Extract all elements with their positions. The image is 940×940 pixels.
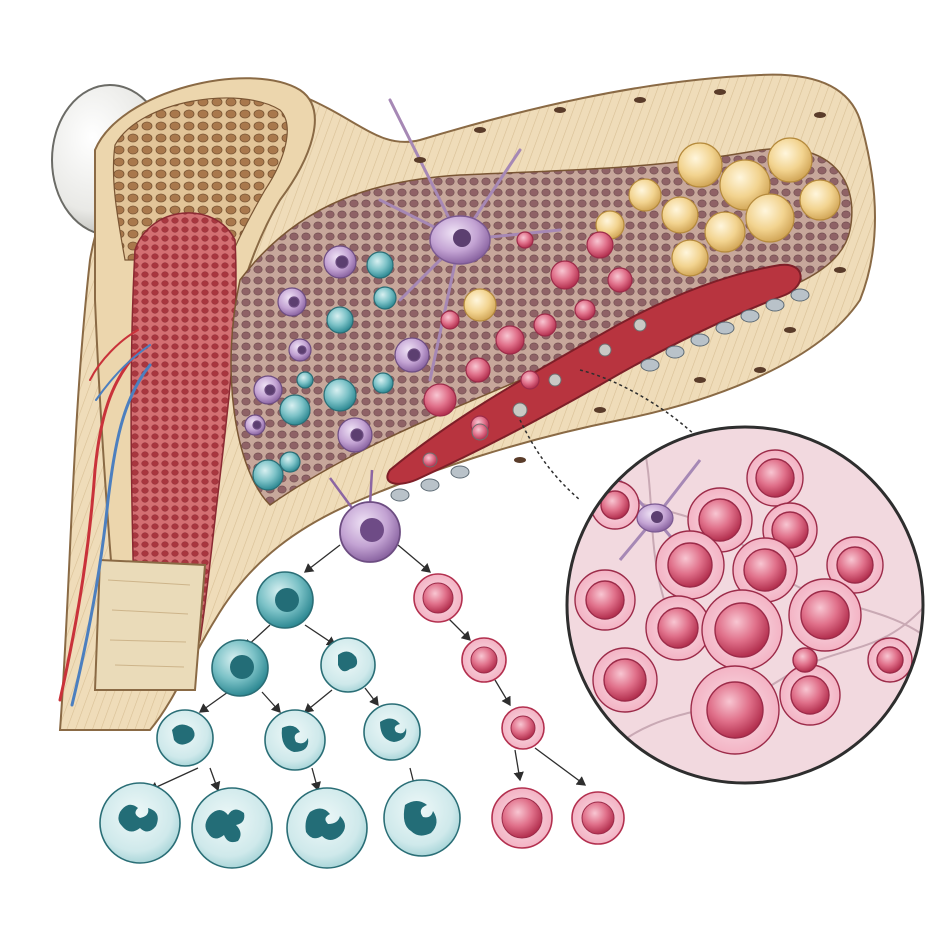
neutrophil bbox=[383, 779, 461, 857]
bone-cut-end bbox=[93, 558, 207, 691]
neutrophil bbox=[286, 787, 368, 869]
orthochromatic-erythroblast bbox=[491, 787, 553, 849]
progenitor-cells bbox=[244, 245, 430, 453]
fat-cell bbox=[767, 137, 813, 183]
magnifier-leader-line bbox=[519, 419, 581, 501]
endosteal-lining-cells bbox=[390, 288, 810, 502]
stromal-cell bbox=[378, 98, 562, 382]
neutrophil bbox=[99, 782, 181, 864]
marrow-cell-population bbox=[244, 89, 846, 502]
myelocyte bbox=[320, 637, 376, 693]
vein bbox=[70, 363, 152, 707]
proerythroblast bbox=[413, 573, 463, 623]
adipocytes bbox=[463, 137, 841, 322]
neutrophil bbox=[191, 787, 273, 869]
hematopoietic-stem-cell bbox=[328, 469, 401, 563]
sinusoid-blood-cells bbox=[422, 318, 647, 468]
erythroid-cells bbox=[423, 231, 633, 435]
band-cell bbox=[264, 709, 326, 771]
inset-erythroblasts bbox=[574, 449, 913, 755]
fat-cell bbox=[704, 211, 746, 253]
basophilic-erythroblast bbox=[461, 637, 507, 683]
polychromatic-erythroblast bbox=[501, 706, 545, 750]
magnifier-lens-border bbox=[565, 425, 925, 785]
medullary-cavity bbox=[130, 212, 237, 641]
fat-cell bbox=[628, 178, 662, 212]
myeloid-cells bbox=[252, 251, 397, 491]
fat-cell bbox=[677, 142, 723, 188]
metamyelocyte bbox=[156, 709, 214, 767]
promyelocyte bbox=[211, 639, 269, 697]
osteocyte-lacunae bbox=[414, 89, 846, 463]
magnified-inset bbox=[519, 369, 925, 785]
reticulocyte bbox=[571, 791, 625, 845]
myeloblast bbox=[256, 571, 314, 629]
spongy-bone bbox=[112, 97, 288, 261]
fat-cell bbox=[671, 239, 709, 277]
fat-cell bbox=[661, 196, 699, 234]
myeloid-late-cell bbox=[363, 703, 421, 761]
fat-cell bbox=[799, 179, 841, 221]
myeloid-lineage bbox=[99, 571, 461, 869]
magnifier-leader-line bbox=[579, 369, 701, 441]
erythroid-lineage bbox=[413, 573, 625, 849]
nutrient-blood-vessels bbox=[58, 329, 152, 707]
artery bbox=[58, 348, 142, 702]
lineage-arrows bbox=[148, 544, 587, 792]
fat-cell bbox=[463, 288, 497, 322]
hematopoiesis-lineage-tree bbox=[99, 469, 625, 869]
fat-cell bbox=[745, 193, 795, 243]
